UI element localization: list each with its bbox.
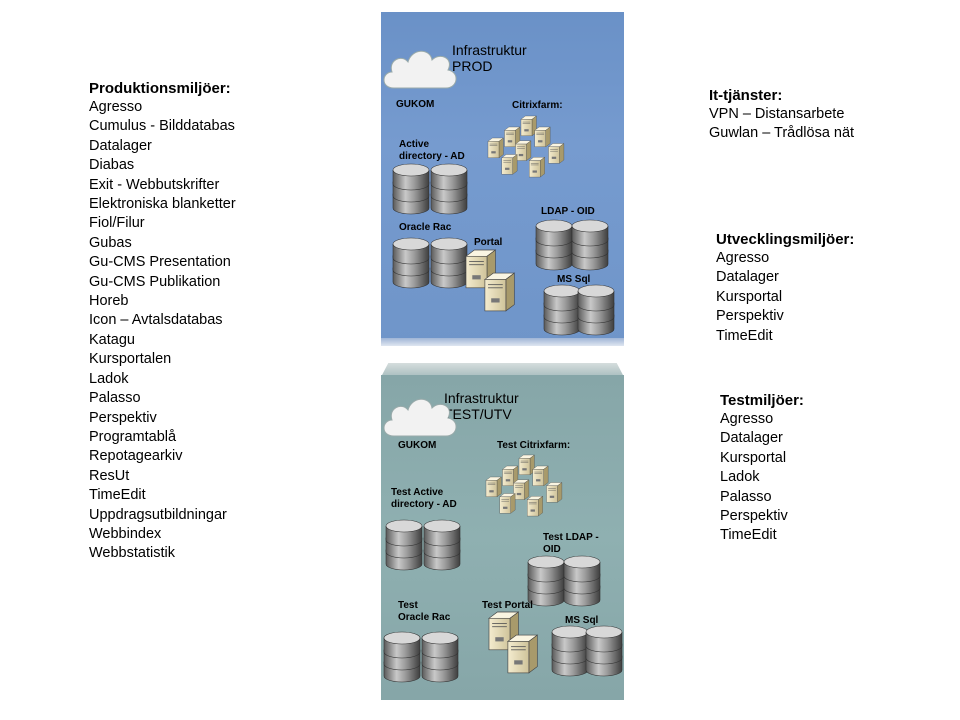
list-item: Icon – Avtalsdatabas — [89, 312, 223, 329]
ldap-label: Test LDAP - OID — [543, 532, 599, 555]
utveckling-list: Agresso Datalager Kursportal Perspektiv … — [716, 249, 854, 346]
list-item: TimeEdit — [720, 527, 777, 544]
mssql-label: MS Sql — [557, 274, 591, 285]
list-item: Webbindex — [89, 525, 162, 542]
list-item: Gu-CMS Presentation — [89, 254, 231, 271]
ad-label: Test Active directory - AD — [391, 487, 457, 510]
test-list: Agresso Datalager Kursportal Ladok Palas… — [720, 410, 804, 546]
list-item: Datalager — [716, 269, 779, 286]
list-item: Kursportal — [716, 288, 783, 305]
list-item: Diabas — [89, 157, 135, 174]
oracle-label: Test Oracle Rac — [398, 600, 451, 623]
ldap-database-icon — [536, 218, 616, 270]
ad-database-icon — [386, 516, 466, 576]
citrix-label: Test Citrixfarm: — [497, 440, 571, 451]
list-item: Horeb — [89, 293, 129, 310]
test-title-line1: Infrastruktur — [444, 390, 519, 406]
list-item: Ladok — [89, 370, 129, 387]
test-box-title: Infrastruktur TEST/UTV — [444, 390, 519, 422]
list-item: Datalager — [720, 430, 783, 447]
mssql-database-icon — [544, 285, 624, 333]
utveckling-heading: Utvecklingsmiljöer: — [716, 231, 855, 248]
list-item: TimeEdit — [716, 327, 773, 344]
list-item: ResUt — [89, 467, 130, 484]
list-item: Perspektiv — [716, 308, 784, 325]
produktion-heading: Produktionsmiljöer: — [89, 80, 231, 97]
list-item: Agresso — [89, 99, 143, 115]
list-item: Agresso — [720, 411, 774, 427]
produktion-section: Produktionsmiljöer: Agresso Cumulus - Bi… — [89, 79, 236, 564]
test-section: Testmiljöer: Agresso Datalager Kursporta… — [720, 391, 804, 546]
gukom-cloud-icon — [383, 398, 457, 437]
list-item: Perspektiv — [89, 409, 157, 426]
list-item: Palasso — [720, 488, 772, 505]
citrix-servers-icon — [487, 115, 565, 178]
list-item: Kursportal — [720, 449, 787, 466]
portal-server-icon — [465, 249, 515, 312]
list-item: Gu-CMS Publikation — [89, 273, 221, 290]
portal-server-icon — [488, 611, 538, 674]
list-item: Fiol/Filur — [89, 215, 145, 232]
citrix-label: Citrixfarm: — [512, 100, 563, 111]
list-item: Palasso — [89, 390, 141, 407]
it-tjanster-heading: It-tjänster: — [709, 87, 783, 104]
list-item: Guwlan – Trådlösa nät — [709, 125, 855, 142]
prod-box-title: Infrastruktur PROD — [452, 42, 527, 74]
utveckling-section: Utvecklingsmiljöer: Agresso Datalager Ku… — [716, 230, 854, 346]
it-tjanster-section: It-tjänster: VPN – Distansarbete Guwlan … — [709, 86, 854, 144]
list-item: Gubas — [89, 234, 132, 251]
test-title-line2: TEST/UTV — [444, 406, 512, 422]
oracle-database-icon — [384, 630, 464, 682]
ad-database-icon — [393, 160, 473, 212]
list-item: VPN – Distansarbete — [709, 106, 845, 122]
test-heading: Testmiljöer: — [720, 392, 804, 409]
portal-label: Test Portal — [482, 600, 533, 611]
list-item: Katagu — [89, 331, 135, 348]
oracle-database-icon — [393, 236, 473, 288]
oracle-label: Oracle Rac — [399, 222, 452, 233]
mssql-database-icon — [552, 626, 632, 674]
list-item: Kursportalen — [89, 351, 172, 368]
list-item: Programtablå — [89, 428, 177, 445]
prod-title-line1: Infrastruktur — [452, 42, 527, 58]
ldap-database-icon — [528, 554, 608, 606]
list-item: Repotagearkiv — [89, 448, 183, 465]
test-box-roof — [381, 363, 624, 377]
list-item: TimeEdit — [89, 487, 146, 504]
list-item: Ladok — [720, 469, 760, 486]
gukom-label: GUKOM — [396, 99, 435, 110]
ldap-label: LDAP - OID — [541, 206, 595, 217]
it-tjanster-list: VPN – Distansarbete Guwlan – Trådlösa nä… — [709, 105, 854, 144]
prod-box-base — [381, 338, 624, 346]
list-item: Agresso — [716, 250, 770, 266]
list-item: Cumulus - Bilddatabas — [89, 118, 235, 135]
gukom-cloud-icon — [383, 50, 457, 89]
gukom-label: GUKOM — [398, 440, 437, 451]
ad-label: Active directory - AD — [399, 139, 465, 162]
prod-title-line2: PROD — [452, 58, 493, 74]
portal-label: Portal — [474, 237, 503, 248]
produktion-list: Agresso Cumulus - Bilddatabas Datalager … — [89, 98, 236, 564]
citrix-servers-icon — [485, 454, 563, 517]
list-item: Perspektiv — [720, 508, 788, 525]
mssql-label: MS Sql — [565, 615, 599, 626]
list-item: Elektroniska blanketter — [89, 196, 236, 213]
list-item: Datalager — [89, 137, 152, 154]
list-item: Webbstatistik — [89, 545, 175, 562]
list-item: Exit - Webbutskrifter — [89, 176, 220, 193]
list-item: Uppdragsutbildningar — [89, 506, 227, 523]
